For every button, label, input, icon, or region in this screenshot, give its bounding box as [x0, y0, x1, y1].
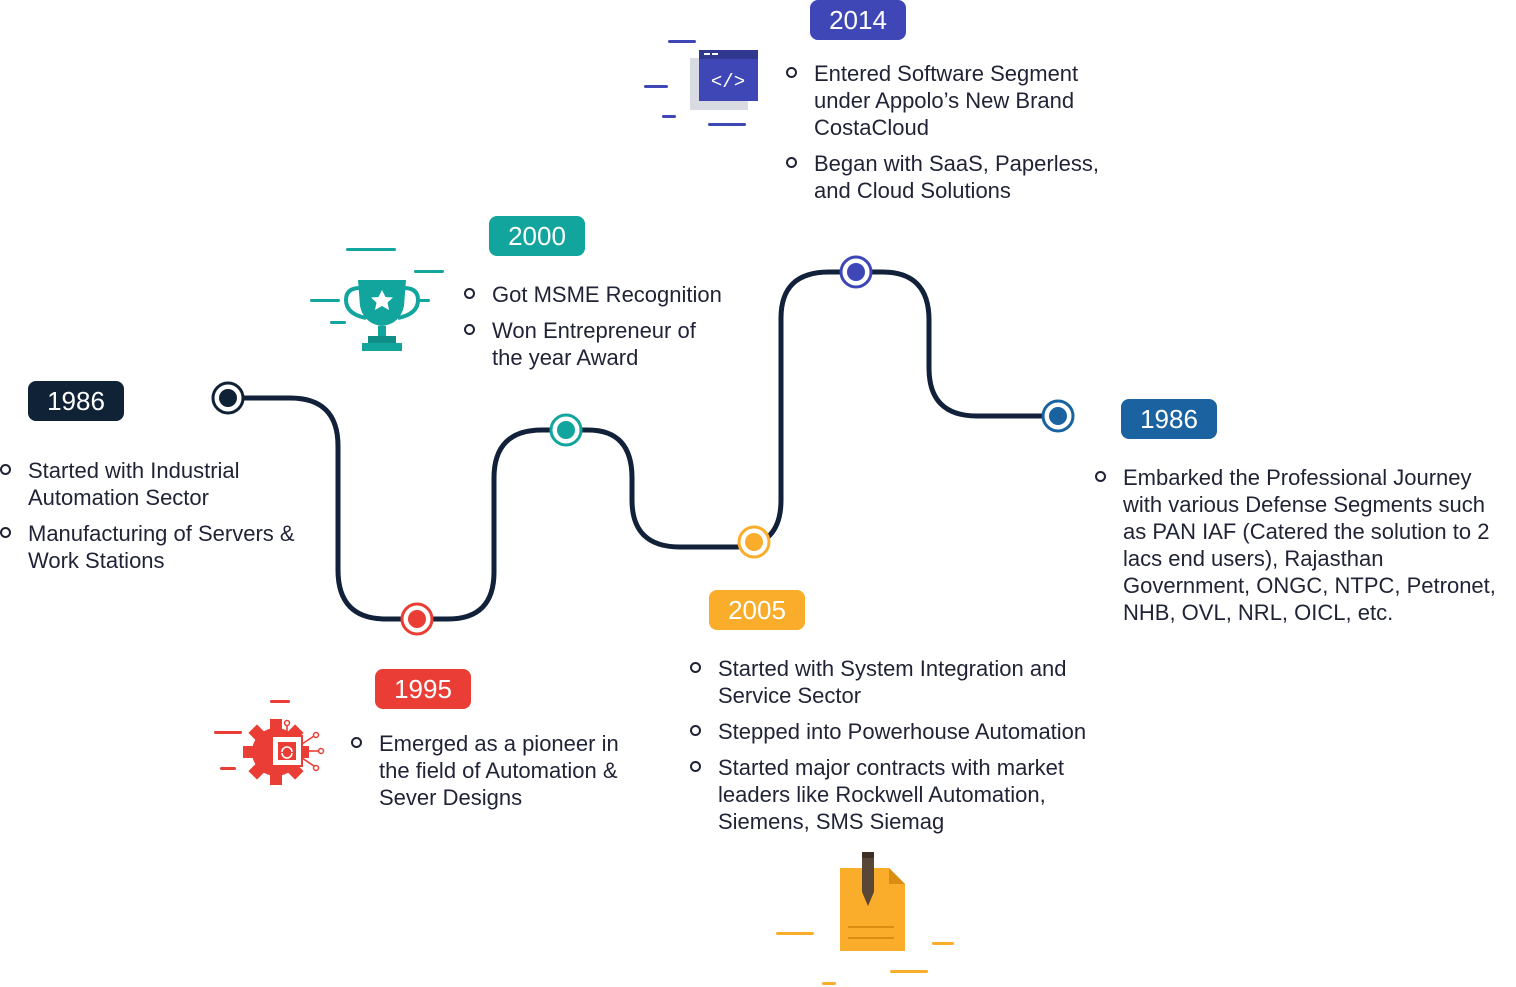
- timeline-node-2005: [737, 525, 771, 559]
- year-badge-1995: 1995: [375, 669, 471, 709]
- milestone-item: Emerged as a pioneer in the field of Aut…: [351, 730, 651, 811]
- milestone-2014: Entered Software Segment under Appolo’s …: [786, 60, 1126, 213]
- timeline-node-1986-start: [211, 381, 245, 415]
- trophy-icon: [310, 248, 444, 351]
- milestone-item: Started major contracts with market lead…: [690, 754, 1118, 835]
- milestone-items: Emerged as a pioneer in the field of Aut…: [351, 730, 651, 811]
- year-badge-2005: 2005: [709, 590, 805, 630]
- milestone-item: Won Entrepreneur of the year Award: [464, 317, 727, 371]
- milestone-2005: Started with System Integration and Serv…: [690, 655, 1150, 844]
- year-badge-1986-start: 1986: [28, 381, 124, 421]
- timeline-node-2000: [549, 413, 583, 447]
- milestone-2000: Got MSME Recognition Won Entrepreneur of…: [464, 281, 754, 380]
- milestone-item: Started with Industrial Automation Secto…: [0, 457, 330, 511]
- timeline-node-1995: [400, 602, 434, 636]
- milestone-item: Started with System Integration and Serv…: [690, 655, 1068, 709]
- milestone-items: Started with Industrial Automation Secto…: [0, 457, 330, 574]
- milestone-1995: Emerged as a pioneer in the field of Aut…: [351, 730, 651, 820]
- code-window-icon: </>: [644, 40, 758, 126]
- milestone-1986-end: Embarked the Professional Journey with v…: [1095, 464, 1511, 635]
- timeline-node-2014: [839, 255, 873, 289]
- milestone-items: Entered Software Segment under Appolo’s …: [786, 60, 1126, 204]
- milestone-item: Stepped into Powerhouse Automation: [690, 718, 1150, 745]
- milestone-item: Entered Software Segment under Appolo’s …: [786, 60, 1114, 141]
- milestone-1986-start: Started with Industrial Automation Secto…: [0, 457, 330, 583]
- year-badge-1986-end: 1986: [1121, 399, 1217, 439]
- milestone-items: Embarked the Professional Journey with v…: [1095, 464, 1511, 626]
- milestone-item: Manufacturing of Servers & Work Stations: [0, 520, 330, 574]
- timeline-node-1986-end: [1041, 399, 1075, 433]
- milestone-items: Started with System Integration and Serv…: [690, 655, 1150, 835]
- gear-chip-icon: [214, 700, 325, 785]
- milestone-item: Began with SaaS, Paperless, and Cloud So…: [786, 150, 1126, 204]
- milestone-item: Got MSME Recognition: [464, 281, 754, 308]
- year-badge-2000: 2000: [489, 216, 585, 256]
- timeline-path: [225, 269, 1061, 622]
- document-pencil-icon: [776, 852, 954, 985]
- svg-text:</>: </>: [711, 71, 745, 93]
- year-badge-2014: 2014: [810, 0, 906, 40]
- milestone-item: Embarked the Professional Journey with v…: [1095, 464, 1511, 626]
- milestone-items: Got MSME Recognition Won Entrepreneur of…: [464, 281, 754, 371]
